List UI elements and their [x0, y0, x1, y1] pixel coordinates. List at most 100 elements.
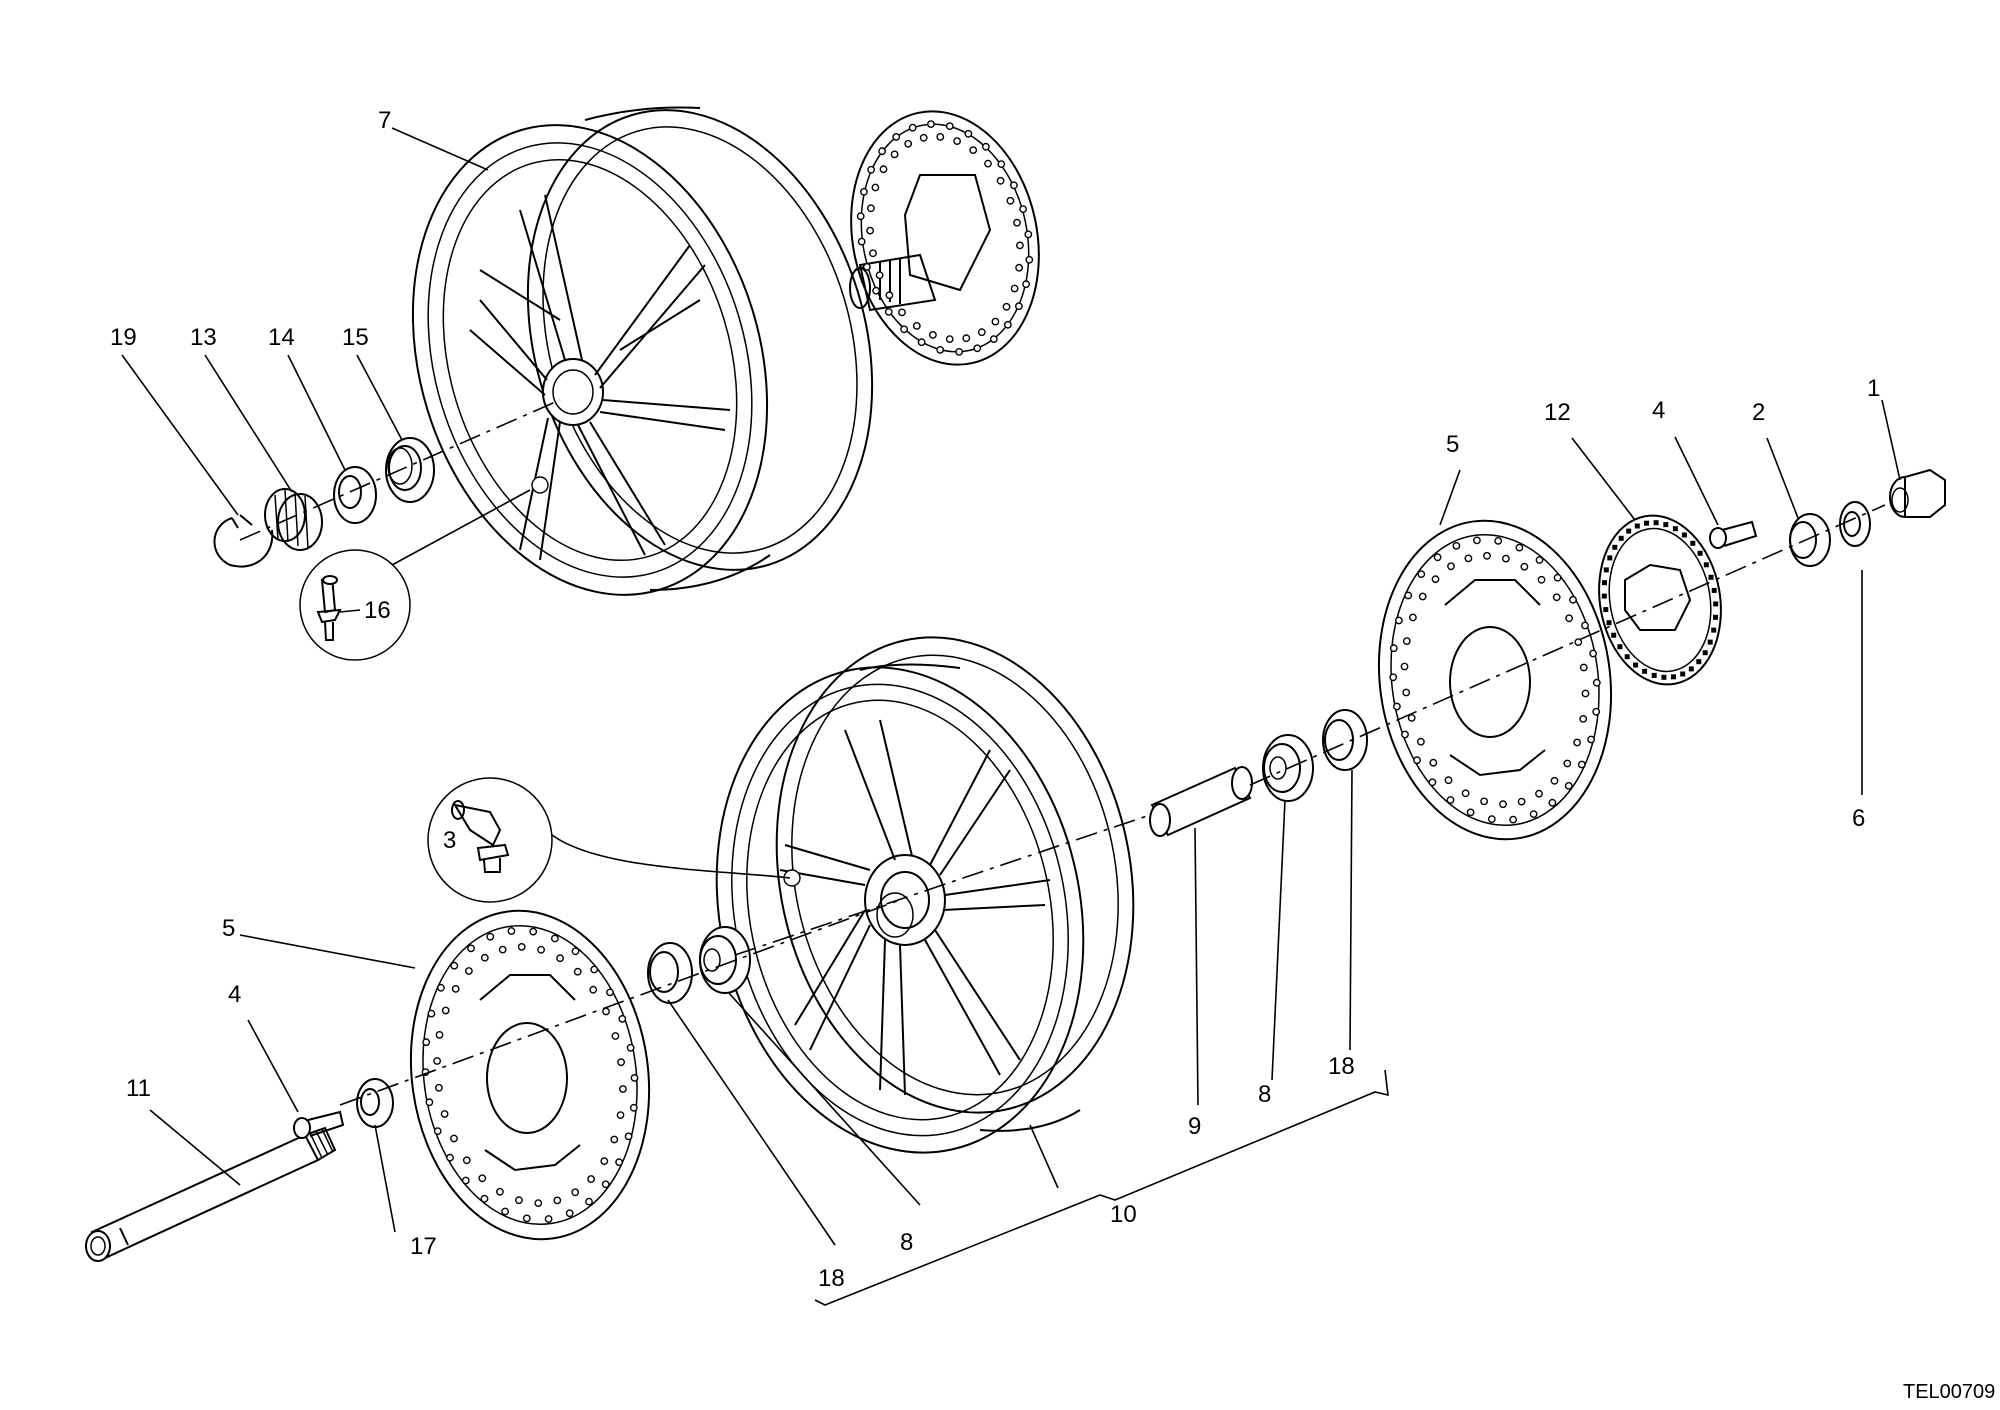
disc-drill-hole	[1019, 205, 1027, 214]
disc-drill-hole	[1529, 810, 1538, 818]
disc-drill-hole	[1431, 575, 1440, 584]
disc-drill-hole	[991, 317, 1000, 326]
disc-drill-hole	[601, 1180, 610, 1189]
disc-drill-hole	[1407, 714, 1416, 722]
disc-drill-hole	[515, 1196, 523, 1205]
disc-drill-hole	[884, 307, 893, 316]
disc-drill-hole	[1002, 302, 1011, 311]
circlip-19	[213, 514, 274, 568]
disc-drill-hole	[1022, 280, 1030, 289]
disc-drill-hole	[585, 1197, 593, 1206]
disc-drill-hole	[1483, 551, 1491, 560]
disc-drill-hole	[1579, 663, 1588, 672]
tone-wheel-tooth	[1651, 672, 1657, 678]
lower-right-disc-holes	[1389, 536, 1601, 824]
seal-18-left	[647, 942, 693, 1004]
disc-drill-hole	[462, 1156, 471, 1165]
disc-drill-hole	[1006, 196, 1015, 205]
callout-13: 13	[190, 324, 217, 351]
disc-drill-hole	[860, 187, 868, 196]
disc-drill-hole	[1502, 554, 1510, 563]
disc-drill-hole	[878, 147, 886, 156]
axle-nut-1	[1889, 468, 1946, 518]
tone-wheel-tooth	[1696, 659, 1702, 665]
disc-drill-hole	[1401, 730, 1409, 739]
disc-drill-hole	[1550, 776, 1559, 785]
tone-wheel-tooth	[1618, 535, 1624, 541]
leader-lines	[121, 127, 1901, 1306]
disc-drill-hole	[589, 985, 598, 994]
disc-drill-hole	[629, 1103, 638, 1112]
tone-wheel-tooth	[1601, 593, 1607, 599]
disc-drill-hole	[495, 1187, 504, 1196]
disc-drill-hole	[982, 142, 990, 151]
tone-wheel-tooth	[1697, 550, 1703, 556]
callout-1: 1	[1867, 375, 1880, 402]
disc-drill-hole	[856, 212, 865, 221]
disc-drill-hole	[1574, 638, 1583, 646]
disc-drill-hole	[1013, 218, 1021, 227]
callout-11: 11	[126, 1075, 151, 1102]
lower-right-brake-disc	[1377, 519, 1613, 841]
disc-drill-hole	[480, 953, 489, 962]
disc-drill-hole	[929, 330, 937, 339]
callout-14: 14	[268, 324, 295, 351]
disc-drill-hole	[898, 308, 906, 317]
tone-wheel-tooth	[1688, 666, 1694, 672]
callout-12: 12	[1544, 399, 1571, 426]
disc-drill-hole	[1592, 678, 1601, 687]
tone-wheel-tooth	[1708, 574, 1714, 580]
tone-wheel-tooth	[1707, 639, 1713, 645]
disc-drill-hole	[892, 132, 901, 141]
disc-drill-hole	[1010, 181, 1018, 190]
disc-drill-hole	[1548, 798, 1557, 807]
disc-drill-hole	[890, 150, 899, 159]
disc-drill-hole	[1010, 284, 1019, 293]
disc-drill-hole	[1004, 320, 1012, 329]
upper-disc-holes	[856, 120, 1034, 356]
disc-drill-hole	[615, 1158, 623, 1167]
disc-drill-hole	[446, 1153, 454, 1162]
disc-drill-hole	[1400, 662, 1409, 671]
disc-drill-hole	[529, 927, 538, 936]
upper-wheel-spokes	[469, 194, 731, 561]
tone-wheel-tooth	[1612, 544, 1618, 550]
tone-wheel-tooth	[1653, 520, 1659, 526]
disc-drill-hole	[440, 1110, 449, 1118]
seal-18-right	[1322, 709, 1368, 771]
disc-drill-hole	[1428, 778, 1437, 787]
callout-15: 15	[342, 324, 369, 351]
disc-drill-hole	[1024, 230, 1033, 239]
disc-drill-hole	[1389, 673, 1398, 682]
disc-drill-hole	[973, 344, 982, 353]
tone-wheel-tooth	[1602, 580, 1607, 586]
tone-wheel-tooth	[1703, 562, 1709, 568]
bolt-4-left	[293, 1110, 345, 1139]
disc-drill-hole	[996, 176, 1005, 185]
disc-drill-hole	[480, 1194, 489, 1203]
disc-drill-hole	[875, 271, 884, 280]
callout-8-right: 8	[1258, 1081, 1271, 1108]
disc-drill-hole	[1480, 797, 1489, 806]
disc-drill-hole	[984, 159, 992, 168]
upper-brake-disc	[849, 110, 1040, 366]
lower-left-disc-holes	[421, 927, 639, 1223]
disc-drill-hole	[573, 967, 582, 976]
disc-drill-hole	[450, 1134, 458, 1143]
callout-7: 7	[378, 107, 391, 134]
tone-wheel-tooth	[1624, 654, 1630, 660]
disc-drill-hole	[1563, 759, 1572, 768]
disc-drill-hole	[1402, 637, 1411, 645]
tone-wheel-tooth	[1663, 522, 1669, 528]
callout-10: 10	[1110, 1201, 1137, 1228]
callout-8-left: 8	[900, 1229, 913, 1256]
disc-drill-hole	[1015, 263, 1023, 272]
disc-drill-hole	[1025, 255, 1034, 264]
washer-14	[333, 466, 377, 524]
disc-drill-hole	[556, 954, 564, 963]
callout-6: 6	[1852, 805, 1865, 832]
spacer-2	[1789, 513, 1831, 567]
callout-17: 17	[410, 1233, 437, 1260]
